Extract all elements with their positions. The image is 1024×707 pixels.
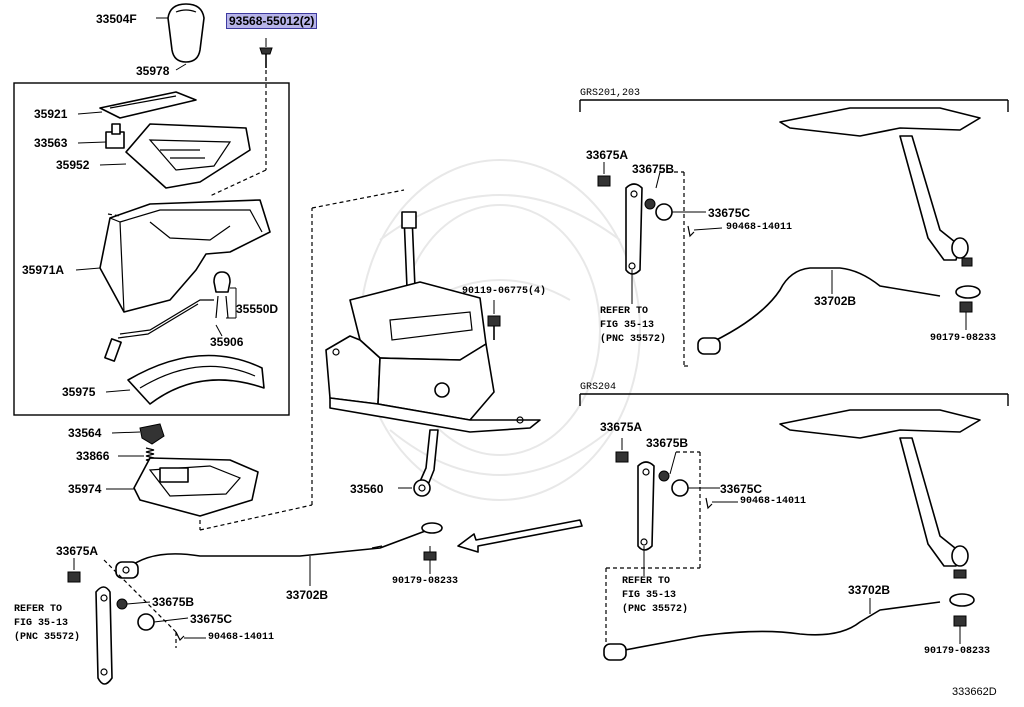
label-90179-08233-center[interactable]: 90179-08233	[392, 576, 459, 587]
label-refer-bottom-left-line2[interactable]: FIG 35-13	[14, 618, 69, 629]
grs201-box	[579, 99, 1009, 112]
grs204-rod	[603, 593, 975, 661]
shift-link-bottom-left	[67, 558, 206, 685]
label-33702b-bottom[interactable]: 33702B	[848, 583, 891, 597]
label-35550d[interactable]: 35550D	[236, 302, 279, 316]
switch-33563	[77, 123, 125, 149]
grs201-lever	[597, 162, 723, 367]
grs204-lever	[605, 438, 738, 650]
label-33675b-bottom[interactable]: 33675B	[646, 436, 689, 450]
label-35975[interactable]: 35975	[62, 385, 96, 399]
part-33564	[111, 423, 165, 445]
label-33675c-bottom-left[interactable]: 33675C	[190, 612, 233, 626]
label-35971a[interactable]: 35971A	[22, 263, 65, 277]
label-33504f[interactable]: 33504F	[96, 12, 137, 26]
label-35978[interactable]: 35978	[136, 64, 170, 78]
diagram-id: 333662D	[952, 686, 997, 698]
label-refer-bottom-line2[interactable]: FIG 35-13	[622, 590, 677, 601]
label-35906[interactable]: 35906	[210, 335, 244, 349]
label-93568-55012-highlighted[interactable]: 93568-55012(2)	[226, 13, 318, 29]
grs201-bracket	[779, 107, 981, 267]
label-refer-top-line1[interactable]: REFER TO	[600, 306, 649, 317]
shift-lever-assembly-box	[13, 82, 290, 416]
shift-lever-bracket	[311, 189, 541, 505]
grs201-nut	[959, 301, 973, 330]
label-33675c-bottom[interactable]: 33675C	[720, 482, 763, 496]
direction-arrow	[457, 519, 583, 553]
label-33564[interactable]: 33564	[68, 426, 102, 440]
label-90468-14011-bottom-left[interactable]: 90468-14011	[208, 632, 275, 643]
label-refer-bottom-left-line1[interactable]: REFER TO	[14, 604, 63, 615]
label-90468-14011-top[interactable]: 90468-14011	[726, 222, 793, 233]
screw-93568	[209, 38, 273, 197]
shift-knob	[156, 3, 205, 71]
nut-90179-center	[423, 546, 437, 574]
label-35974[interactable]: 35974	[68, 482, 102, 496]
bolt-90119	[487, 300, 501, 340]
label-33675a-bottom-left[interactable]: 33675A	[56, 544, 99, 558]
grs204-box	[579, 393, 1009, 406]
label-refer-top-line3[interactable]: (PNC 35572)	[600, 334, 667, 345]
wire-harness	[104, 299, 223, 362]
label-90119-06775[interactable]: 90119-06775(4)	[462, 286, 547, 297]
label-33560[interactable]: 33560	[350, 482, 384, 496]
bulb-35550d	[213, 271, 237, 319]
label-33563[interactable]: 33563	[34, 136, 68, 150]
label-33675a-top[interactable]: 33675A	[586, 148, 629, 162]
label-33675b-bottom-left[interactable]: 33675B	[152, 595, 195, 609]
grs204-nut	[953, 615, 967, 644]
label-refer-bottom-line1[interactable]: REFER TO	[622, 576, 671, 587]
dust-boot	[105, 354, 265, 405]
watermark-emblem	[359, 159, 641, 501]
label-35921[interactable]: 35921	[34, 107, 68, 121]
section-title-grs201: GRS201,203	[580, 88, 641, 99]
label-33675b-top[interactable]: 33675B	[632, 162, 675, 176]
grs204-bracket	[779, 409, 981, 579]
label-33675c-top[interactable]: 33675C	[708, 206, 751, 220]
indicator-housing	[99, 123, 251, 189]
label-90179-08233-top[interactable]: 90179-08233	[930, 333, 997, 344]
label-refer-bottom-line3[interactable]: (PNC 35572)	[622, 604, 689, 615]
label-33675a-bottom[interactable]: 33675A	[600, 420, 643, 434]
label-33702b-top[interactable]: 33702B	[814, 294, 857, 308]
shift-lock-base	[106, 457, 313, 531]
shift-cable-rod-center	[115, 522, 443, 586]
shift-housing	[75, 199, 271, 313]
label-33866[interactable]: 33866	[76, 449, 110, 463]
label-refer-bottom-left-line3[interactable]: (PNC 35572)	[14, 632, 81, 643]
label-refer-top-line2[interactable]: FIG 35-13	[600, 320, 655, 331]
label-90179-08233-bottom[interactable]: 90179-08233	[924, 646, 991, 657]
indicator-plate	[77, 91, 197, 119]
label-33702b-center[interactable]: 33702B	[286, 588, 329, 602]
label-90468-14011-bottom[interactable]: 90468-14011	[740, 496, 807, 507]
section-title-grs204: GRS204	[580, 382, 617, 393]
label-35952[interactable]: 35952	[56, 158, 90, 172]
spring-33866	[118, 447, 155, 463]
grs201-rod	[697, 267, 981, 355]
